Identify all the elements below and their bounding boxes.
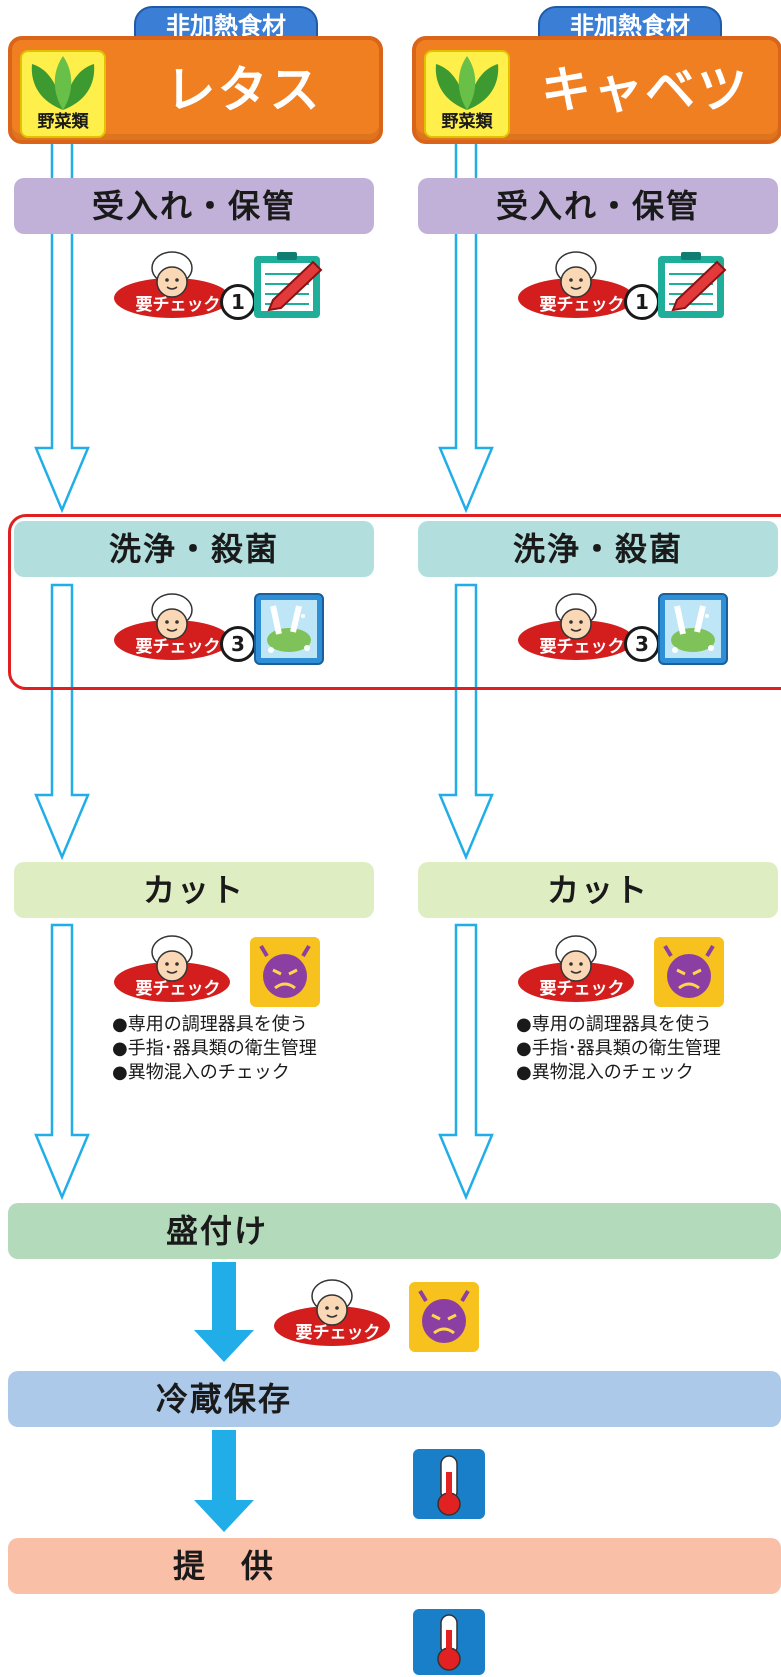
stage-cold-storage: 冷蔵保存 (8, 1371, 781, 1427)
note-item: ●専用の調理器具を使う (516, 1014, 712, 1035)
check-label: 要チェック (539, 637, 625, 657)
note-item: ●手指･器具類の衛生管理 (516, 1038, 721, 1059)
note-item: ●手指･器具類の衛生管理 (112, 1038, 317, 1059)
germ-icon (654, 937, 724, 1007)
note-item: ●異物混入のチェック (112, 1062, 290, 1083)
lettuce-logo-icon (435, 56, 499, 110)
vegetable-logo: 野菜類 (20, 50, 106, 138)
check-badge: 要チェック (112, 930, 242, 1006)
thermometer-icon (413, 1449, 485, 1519)
arrow-down-icon (34, 923, 90, 1201)
arrow-down-icon (194, 1262, 254, 1362)
check-label: 要チェック (539, 979, 625, 999)
check-badge: 要チェック 1 (112, 246, 256, 322)
shared-arrows (194, 1262, 254, 1532)
stage-receive-store: 受入れ・保管 (14, 178, 374, 234)
chef-icon (518, 935, 634, 1002)
note-item: ●専用の調理器具を使う (112, 1014, 308, 1035)
chef-icon (114, 935, 230, 1002)
chef-icon (518, 593, 634, 660)
food-name: キャベツ (541, 61, 749, 119)
group-label: 野菜類 (441, 112, 493, 132)
arrow-down-icon (438, 583, 494, 861)
food-header-cabbage: 野菜類 キャベツ (412, 36, 781, 144)
check-badge: 要チェック 3 (516, 588, 660, 664)
arrow-down-icon (34, 583, 90, 861)
chef-icon (518, 251, 634, 318)
check-badge: 要チェック 1 (516, 246, 660, 322)
check-badge: 要チェック (516, 930, 646, 1006)
chef-icon (274, 1279, 390, 1346)
cut-notes-list: ●専用の調理器具を使う ●手指･器具類の衛生管理 ●異物混入のチェック (112, 1013, 317, 1085)
check-label: 要チェック (539, 295, 625, 315)
germ-icon (250, 937, 320, 1007)
thermometer-icon (413, 1609, 485, 1675)
stage-receive-store: 受入れ・保管 (418, 178, 778, 234)
arrow-down-icon (438, 923, 494, 1201)
stage-wash-sterilize: 洗浄・殺菌 (418, 521, 778, 577)
check-label: 要チェック (135, 979, 221, 999)
stage-cut: カット (14, 862, 374, 918)
check-number: 3 (624, 626, 660, 662)
washing-hands-icon (658, 593, 728, 665)
cut-notes-list: ●専用の調理器具を使う ●手指･器具類の衛生管理 ●異物混入のチェック (516, 1013, 721, 1085)
stage-wash-sterilize: 洗浄・殺菌 (14, 521, 374, 577)
critical-control-frame (8, 514, 781, 690)
check-badge: 要チェック (272, 1274, 402, 1350)
germ-icon (409, 1282, 479, 1352)
check-label: 要チェック (295, 1323, 381, 1343)
stage-plating: 盛付け (8, 1203, 781, 1259)
check-label: 要チェック (135, 295, 221, 315)
food-name: レタス (165, 61, 322, 119)
check-badge: 要チェック 3 (112, 588, 256, 664)
vegetable-logo: 野菜類 (424, 50, 510, 138)
arrow-down-icon (194, 1430, 254, 1532)
clipboard-icon (254, 252, 323, 318)
stage-serve: 提 供 (8, 1538, 781, 1594)
check-label: 要チェック (135, 637, 221, 657)
lettuce-logo-icon (31, 56, 95, 110)
clipboard-icon (658, 252, 727, 318)
chef-icon (114, 251, 230, 318)
check-number: 3 (220, 626, 256, 662)
stage-cut: カット (418, 862, 778, 918)
chef-icon (114, 593, 230, 660)
group-label: 野菜類 (37, 112, 89, 132)
food-header-lettuce: 野菜類 レタス (8, 36, 383, 144)
washing-hands-icon (254, 593, 324, 665)
note-item: ●異物混入のチェック (516, 1062, 694, 1083)
